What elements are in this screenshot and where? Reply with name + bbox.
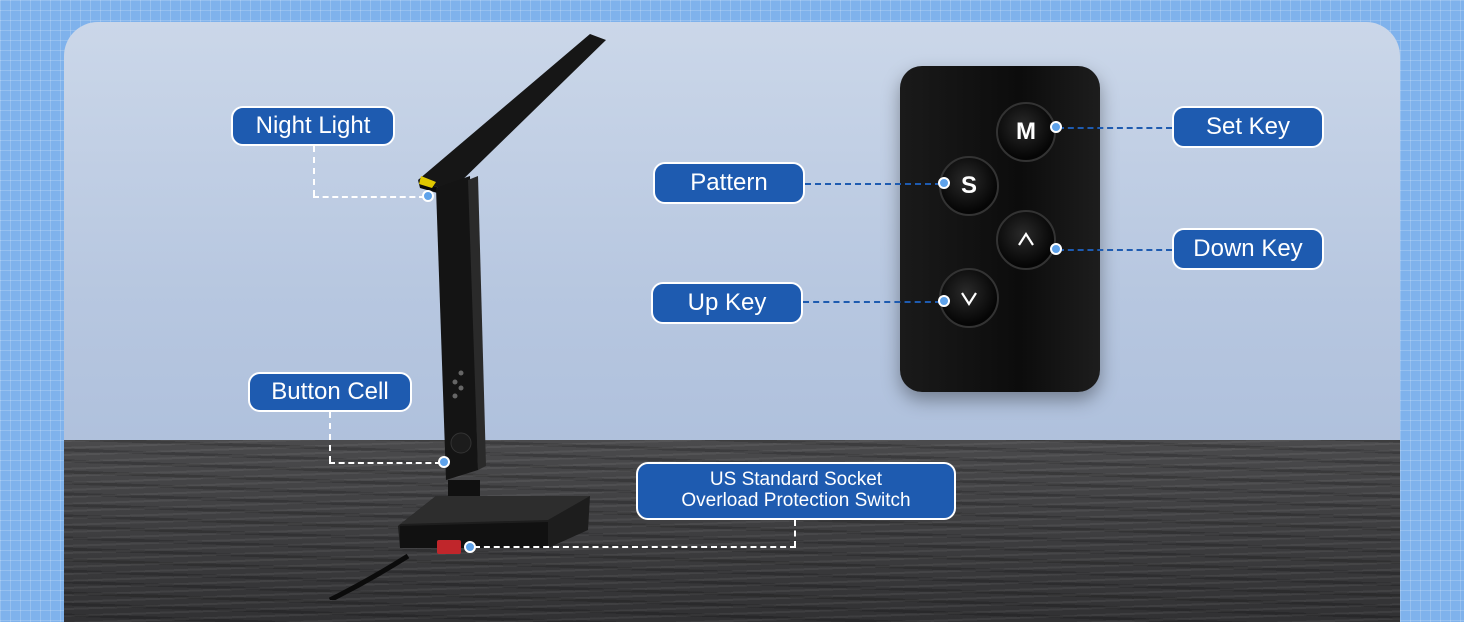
down-key-text: Down Key <box>1193 234 1303 262</box>
s-button-label: S <box>960 172 977 199</box>
night-light-label: Night Light <box>231 106 395 146</box>
up-key-marker <box>938 295 950 307</box>
socket-text-line2: Overload Protection Switch <box>681 490 911 511</box>
button-cell-connector-v <box>329 412 331 462</box>
set-key-connector <box>1058 127 1172 129</box>
button-cell-text: Button Cell <box>271 377 389 405</box>
control-panel-closeup: M S <box>900 66 1100 392</box>
chevron-up-icon <box>1018 231 1034 246</box>
pattern-connector <box>805 183 941 185</box>
down-key-label: Down Key <box>1172 228 1324 270</box>
night-light-connector-h <box>313 196 425 198</box>
button-cell-label: Button Cell <box>248 372 412 412</box>
down-key-marker <box>1050 243 1062 255</box>
up-arrow-button <box>996 210 1056 270</box>
socket-marker <box>464 541 476 553</box>
chevron-down-icon <box>961 292 977 307</box>
m-button: M <box>996 102 1056 162</box>
set-key-label: Set Key <box>1172 106 1324 148</box>
pattern-marker <box>938 177 950 189</box>
button-cell-marker <box>438 456 450 468</box>
m-button-label: M <box>1016 118 1036 145</box>
night-light-text: Night Light <box>255 111 371 139</box>
night-light-marker <box>422 190 434 202</box>
down-key-connector <box>1058 249 1172 251</box>
socket-connector-v <box>794 520 796 547</box>
socket-connector-h <box>474 546 796 548</box>
set-key-marker <box>1050 121 1062 133</box>
pattern-label: Pattern <box>653 162 805 204</box>
up-key-connector <box>803 301 941 303</box>
button-cell-connector-h <box>329 462 441 464</box>
socket-label: US Standard Socket Overload Protection S… <box>636 462 956 520</box>
night-light-connector-v <box>313 146 315 196</box>
up-key-label: Up Key <box>651 282 803 324</box>
pattern-text: Pattern <box>690 168 768 196</box>
socket-text-line1: US Standard Socket <box>709 469 883 491</box>
up-key-text: Up Key <box>687 288 767 316</box>
set-key-text: Set Key <box>1205 112 1291 140</box>
